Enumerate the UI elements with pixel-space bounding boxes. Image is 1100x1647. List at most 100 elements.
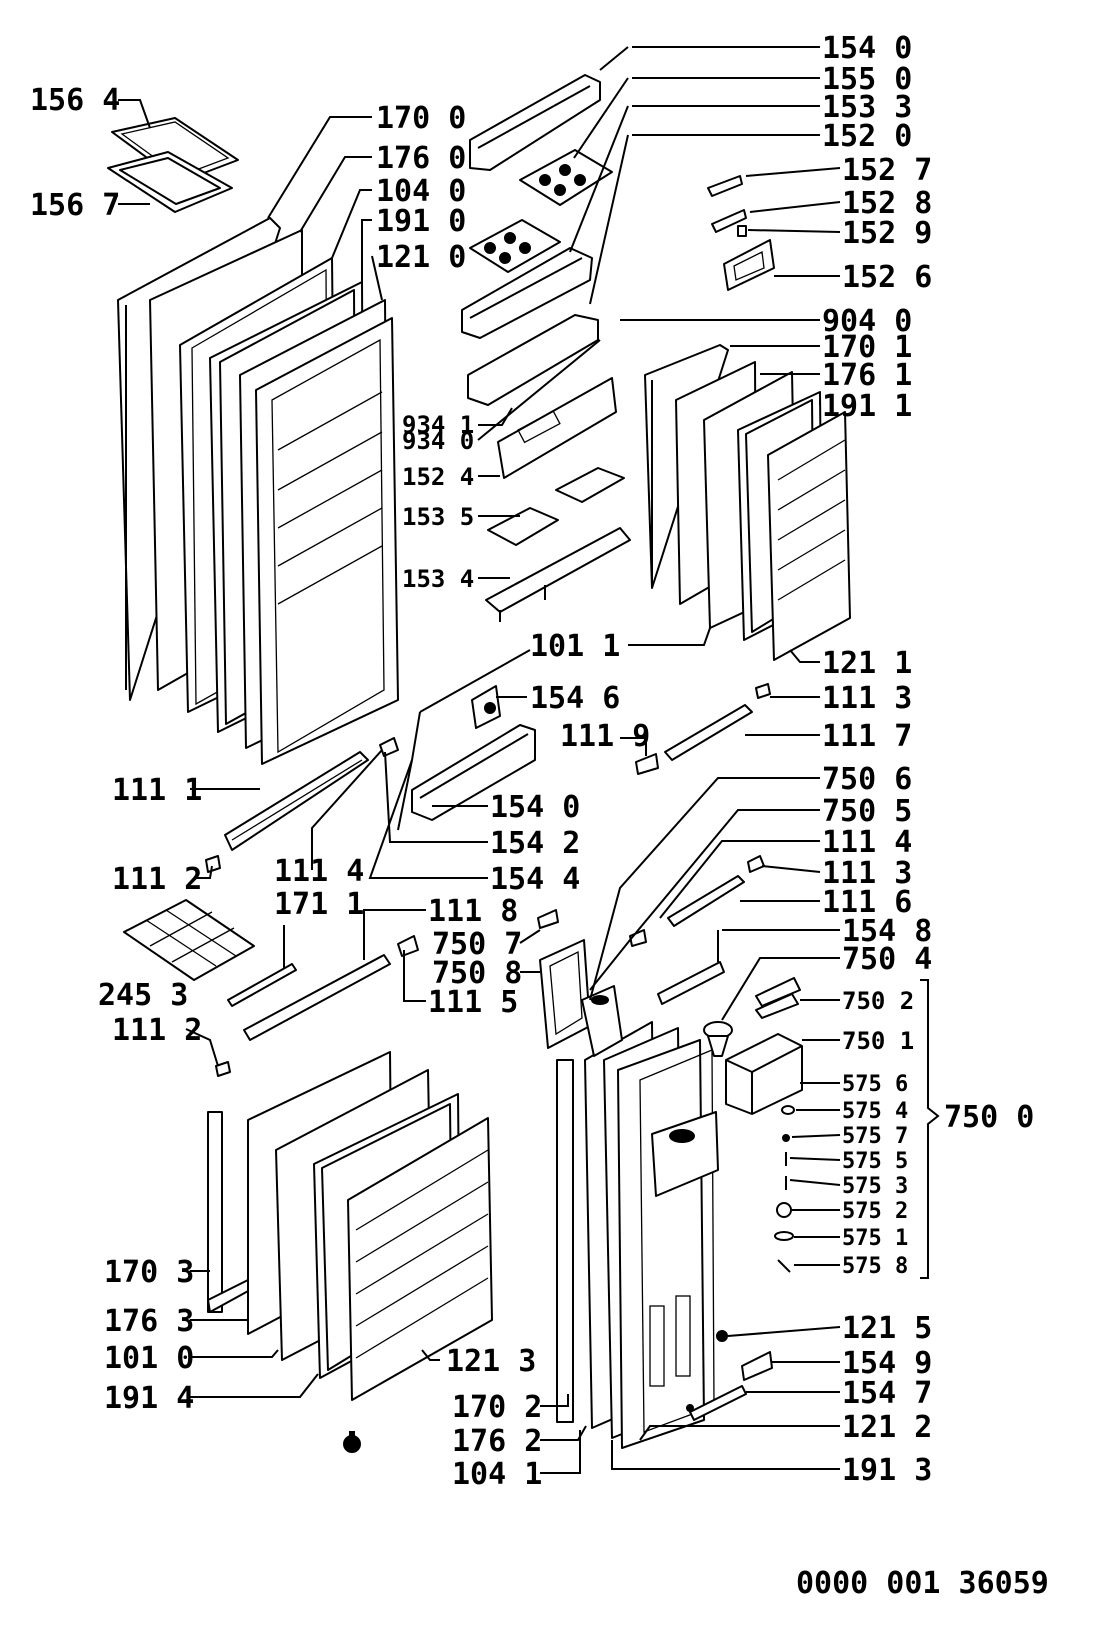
label-111-3-lower: 111 3 [822,856,912,891]
label-153-5: 153 5 [402,503,474,531]
bracket-152-8 [711,209,747,233]
label-111-2-upper: 111 2 [112,862,202,897]
label-104-1: 104 1 [452,1457,542,1492]
document-number: 0000 001 36059 [796,1566,1049,1601]
label-156-7: 156 7 [30,188,120,223]
bracket-152-7 [707,175,743,197]
bracket-152-9 [737,225,747,237]
egg-tray-155-0 [519,149,613,206]
label-176-3: 176 3 [104,1304,194,1339]
label-191-4: 191 4 [104,1381,194,1416]
label-155-0: 155 0 [822,62,912,97]
label-750-6: 750 6 [822,762,912,797]
label-121-0: 121 0 [376,240,466,275]
label-750-0: 750 0 [944,1100,1034,1135]
label-191-3: 191 3 [842,1453,932,1488]
label-575-2: 575 2 [842,1199,908,1224]
glass-plate-frame [107,151,233,213]
label-575-3: 575 3 [842,1174,908,1199]
label-111-4-right: 111 4 [822,825,912,860]
label-121-1: 121 1 [822,646,912,681]
trim-strip-111-7 [664,704,753,761]
label-101-1: 101 1 [530,629,620,664]
label-154-4: 154 4 [490,862,580,897]
clip-111-3-upper [755,683,771,699]
strip-171-1 [227,963,297,1007]
label-154-7: 154 7 [842,1376,932,1411]
cabinet-body [556,1021,719,1449]
label-111-1: 111 1 [112,773,202,808]
clip-750-7 [537,909,559,929]
label-121-2: 121 2 [842,1410,932,1445]
clip-111-2-upper [205,855,221,873]
label-153-4: 153 4 [402,565,474,593]
part-labels: 154 0 155 0 153 3 152 0 152 7 152 8 152 … [30,31,1049,1601]
label-154-0-lower: 154 0 [490,790,580,825]
label-575-8: 575 8 [842,1254,908,1279]
shelf-152-0 [467,314,599,406]
door-shelf-154-0-lower [411,724,536,821]
label-111-6: 111 6 [822,885,912,920]
trim-strip-111-1 [224,751,369,851]
label-171-1: 171 1 [274,887,364,922]
label-156-4: 156 4 [30,83,120,118]
label-121-5: 121 5 [842,1311,932,1346]
label-170-2: 170 2 [452,1390,542,1425]
label-575-6: 575 6 [842,1072,908,1097]
label-101-0: 101 0 [104,1341,194,1376]
label-152-8: 152 8 [842,186,932,221]
egg-tray-lower [469,219,561,273]
control-panel-152-4 [497,377,617,479]
label-750-5: 750 5 [822,794,912,829]
label-176-1: 176 1 [822,358,912,393]
upper-door-liner-121-0 [239,299,399,765]
label-152-7: 152 7 [842,153,932,188]
hinge-plate-152-6 [723,239,775,291]
bracket-154-8 [657,930,725,1005]
label-154-2: 154 2 [490,826,580,861]
label-575-4: 575 4 [842,1099,908,1124]
label-934-1: 934 1 [402,411,474,439]
label-152-4: 152 4 [402,463,474,491]
label-170-0: 170 0 [376,101,466,136]
label-152-9: 152 9 [842,216,932,251]
label-104-0: 104 0 [376,174,466,209]
label-750-8: 750 8 [432,956,522,991]
label-111-4-left: 111 4 [274,854,364,889]
label-154-9: 154 9 [842,1346,932,1381]
clip-111-4-left [379,737,399,757]
label-750-2: 750 2 [842,987,914,1015]
label-111-7: 111 7 [822,719,912,754]
label-111-8: 111 8 [428,894,518,929]
strip-154-7 [686,1385,747,1421]
grid-245-3 [123,899,255,981]
right-door-liner-121-1 [767,411,851,661]
label-121-3: 121 3 [446,1344,536,1379]
clip-111-9 [635,753,659,775]
label-170-3: 170 3 [104,1255,194,1290]
container-750-1 [725,1033,803,1115]
label-154-8: 154 8 [842,914,932,949]
label-575-5: 575 5 [842,1149,908,1174]
strip-111-8 [243,954,391,1041]
funnel-750-4 [703,1021,733,1057]
label-245-3: 245 3 [98,978,188,1013]
hinge-rod [397,649,531,831]
label-152-0: 152 0 [822,119,912,154]
label-575-7: 575 7 [842,1124,908,1149]
hinge-154-9 [741,1351,773,1381]
label-154-6: 154 6 [530,681,620,716]
label-111-9: 111 9 [560,719,650,754]
clip-111-3-lower [747,855,765,873]
label-191-1: 191 1 [822,389,912,424]
label-111-3-upper: 111 3 [822,681,912,716]
label-176-0: 176 0 [376,141,466,176]
label-111-5: 111 5 [428,985,518,1020]
part-750-2 [755,977,801,1019]
lower-door-liner-121-3 [347,1117,493,1401]
leader-lines [118,46,940,1474]
label-170-1: 170 1 [822,330,912,365]
label-154-0-top: 154 0 [822,31,912,66]
small-parts-575 [774,1105,795,1273]
